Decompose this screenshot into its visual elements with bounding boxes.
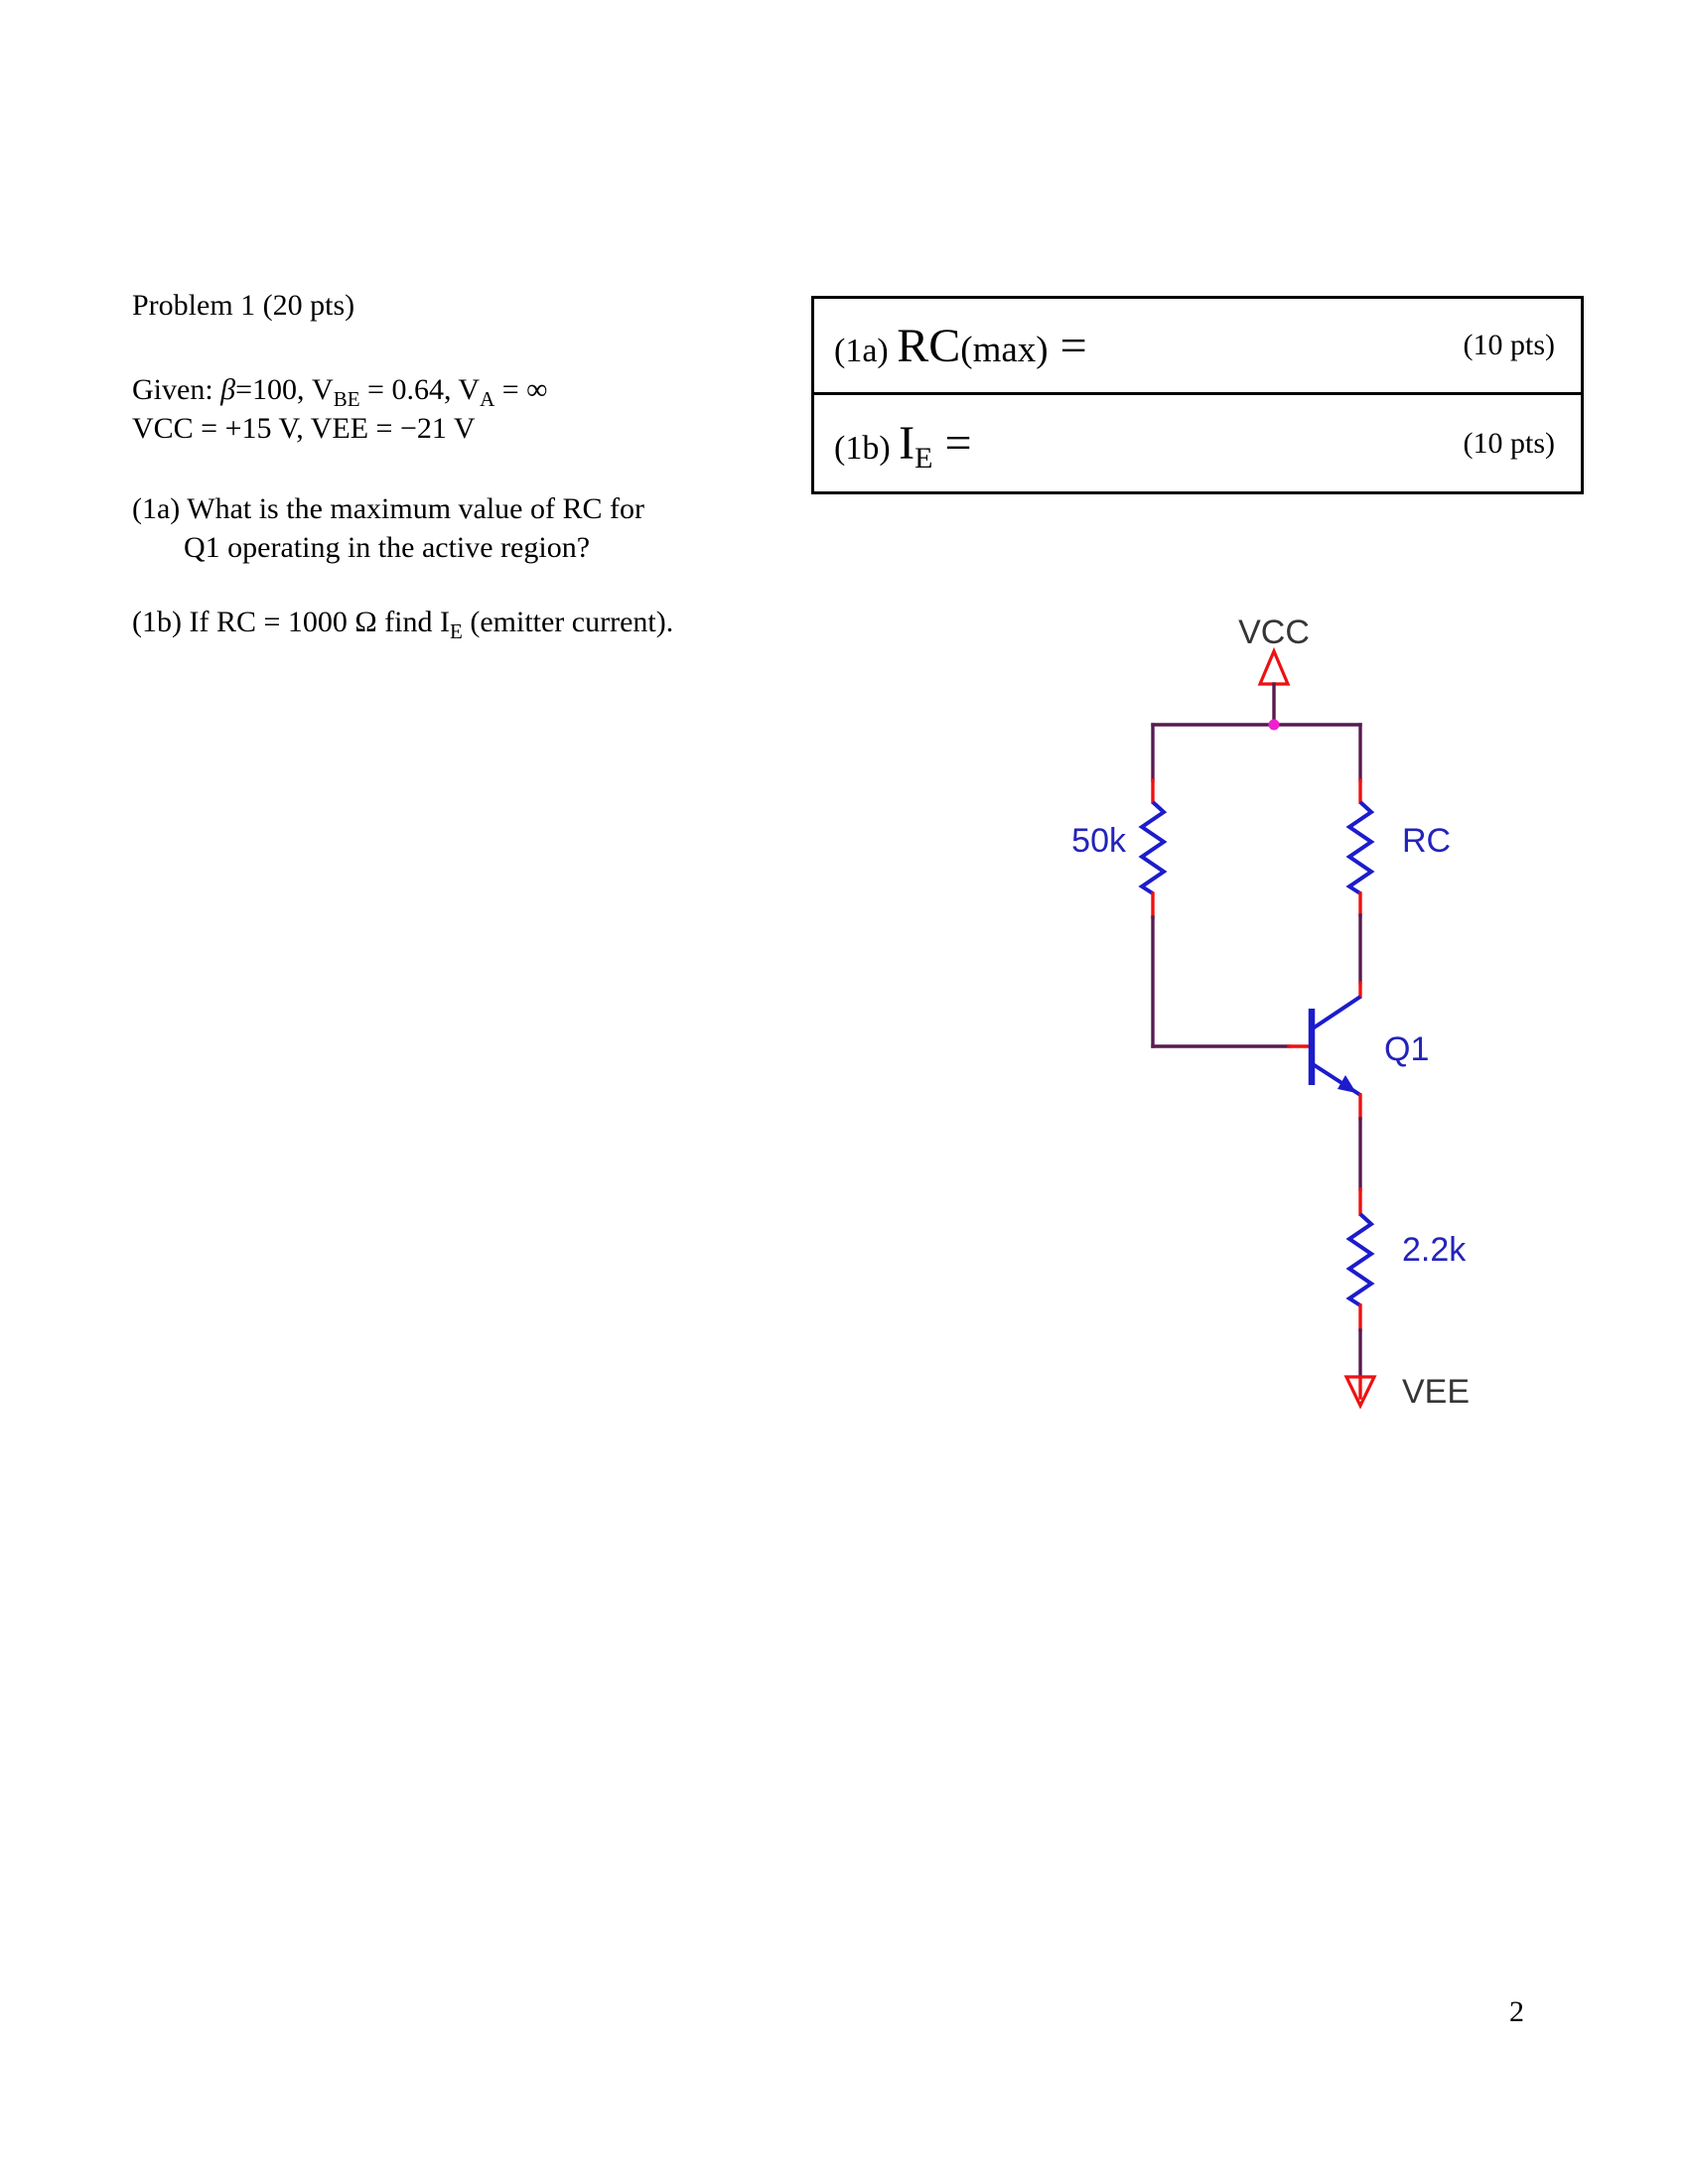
page-number: 2	[1509, 1995, 1524, 2028]
given-block: Given: β=100, VBE = 0.64, VA = ∞ VCC = +…	[132, 370, 807, 448]
vee-label: VEE	[1402, 1373, 1470, 1411]
answer-1b-points: (10 pts)	[1463, 426, 1556, 460]
sub-be: BE	[333, 387, 360, 411]
answer-1a-points: (10 pts)	[1463, 329, 1556, 361]
sub-a: A	[480, 387, 495, 411]
vcc-arrow-icon	[1257, 646, 1291, 686]
sub-e: E	[450, 619, 463, 643]
circuit-schematic: VCC 50k RC Q1 2.2k VEE	[1071, 614, 1470, 1411]
question-1a: (1a) What is the maximum value of RC for…	[132, 489, 807, 567]
vcc-label: VCC	[1238, 614, 1310, 651]
rc-label: RC	[1402, 822, 1451, 860]
problem-text-column: Problem 1 (20 pts) Given: β=100, VBE = 0…	[132, 286, 807, 643]
question-1a-line1: (1a) What is the maximum value of RC for	[132, 492, 644, 525]
question-1b: (1b) If RC = 1000 Ω find IE (emitter cur…	[132, 606, 674, 643]
answer-box-1a[interactable]: (1a) RC(max) = (10 pts)	[811, 296, 1584, 395]
transistor-collector-lead	[1308, 995, 1362, 1032]
given-line-2: VCC = +15 V, VEE = −21 V	[132, 412, 476, 445]
given-line-1: Given: β=100, VBE = 0.64, VA = ∞	[132, 373, 548, 411]
problem-title: Problem 1 (20 pts)	[132, 289, 355, 322]
beta-symbol: β	[220, 373, 236, 406]
r-bias-resistor	[1138, 800, 1168, 895]
transistor-emitter-arrow-icon	[1337, 1075, 1356, 1093]
re-label: 2.2k	[1402, 1231, 1467, 1269]
node-dot	[1268, 719, 1280, 731]
r-bias-label: 50k	[1071, 822, 1127, 860]
re-resistor	[1345, 1212, 1375, 1307]
rc-resistor	[1345, 800, 1375, 895]
transistor-label: Q1	[1384, 1030, 1429, 1068]
question-1a-line2: Q1 operating in the active region?	[184, 531, 591, 564]
answer-1a-label: (1a) RC(max) =	[834, 319, 1087, 372]
